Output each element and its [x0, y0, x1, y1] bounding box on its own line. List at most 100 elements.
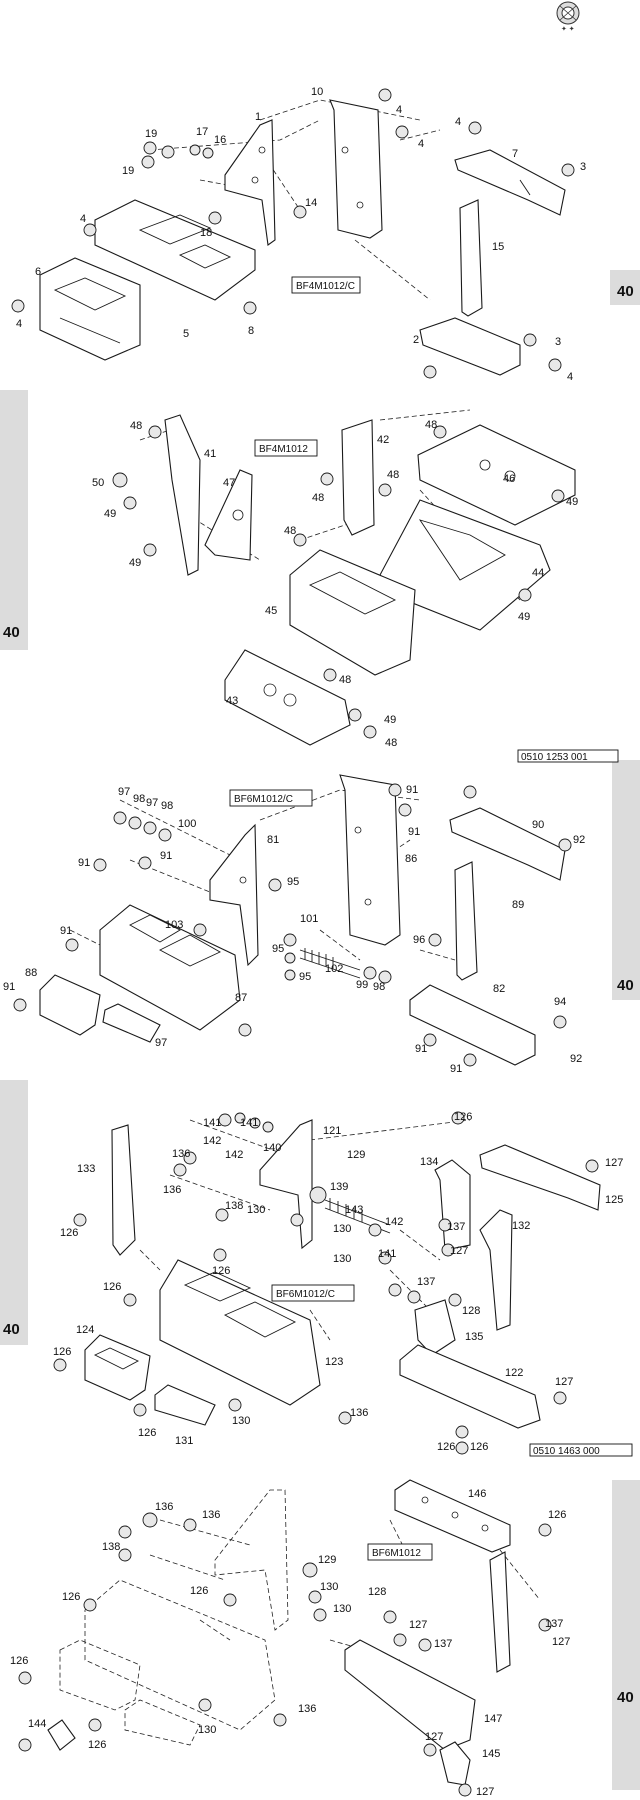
svg-text:95: 95 [272, 943, 284, 955]
svg-text:87: 87 [235, 992, 247, 1004]
svg-text:BF4M1012/C: BF4M1012/C [296, 281, 355, 292]
section-4-drawing [53, 1111, 601, 1455]
section-2-callouts: 41 42 43 44 45 46 47 48 48 48 48 48 48 4… [92, 419, 578, 749]
svg-text:4: 4 [455, 116, 461, 128]
section-5-model-box: BF6M1012 [367, 1543, 433, 1561]
svg-text:133: 133 [77, 1163, 95, 1175]
svg-text:40: 40 [617, 283, 634, 300]
svg-text:19: 19 [145, 128, 157, 140]
svg-text:49: 49 [518, 611, 530, 623]
svg-text:BF6M1012/C: BF6M1012/C [234, 794, 293, 805]
svg-text:130: 130 [320, 1581, 338, 1593]
svg-text:124: 124 [76, 1324, 94, 1336]
svg-text:7: 7 [512, 148, 518, 160]
page-tab-1[interactable]: 40 [610, 270, 640, 305]
section-3-callouts: 81 82 86 87 88 89 90 91 91 91 91 91 91 9… [3, 784, 585, 1075]
svg-text:88: 88 [25, 967, 37, 979]
svg-text:48: 48 [339, 674, 351, 686]
svg-text:0510 1463 000: 0510 1463 000 [533, 1446, 600, 1457]
svg-text:BF4M1012: BF4M1012 [259, 444, 308, 455]
svg-text:8: 8 [248, 325, 254, 337]
svg-text:4: 4 [567, 371, 573, 383]
svg-text:16: 16 [214, 134, 226, 146]
svg-text:126: 126 [60, 1227, 78, 1239]
section-3-drawing [13, 774, 572, 1067]
svg-text:5: 5 [183, 328, 189, 340]
svg-text:40: 40 [617, 1689, 634, 1706]
svg-text:141: 141 [240, 1117, 258, 1129]
svg-text:6: 6 [35, 266, 41, 278]
svg-text:126: 126 [212, 1265, 230, 1277]
svg-text:41: 41 [204, 448, 216, 460]
svg-text:BF6M1012/C: BF6M1012/C [276, 1289, 335, 1300]
svg-text:126: 126 [190, 1585, 208, 1597]
page-tab-3[interactable]: 40 [612, 760, 640, 1000]
section-1-model-box: BF4M1012/C [291, 276, 361, 294]
svg-text:126: 126 [470, 1441, 488, 1453]
svg-text:4: 4 [16, 318, 22, 330]
svg-text:86: 86 [405, 853, 417, 865]
svg-text:132: 132 [512, 1220, 530, 1232]
svg-text:91: 91 [60, 925, 72, 937]
section-2-model-box: BF4M1012 [254, 439, 318, 457]
svg-text:3: 3 [580, 161, 586, 173]
svg-text:128: 128 [368, 1586, 386, 1598]
svg-text:99: 99 [356, 979, 368, 991]
svg-text:138: 138 [102, 1541, 120, 1553]
svg-text:144: 144 [28, 1718, 46, 1730]
svg-text:BF6M1012: BF6M1012 [372, 1548, 421, 1559]
svg-text:19: 19 [122, 165, 134, 177]
svg-text:130: 130 [247, 1204, 265, 1216]
svg-text:49: 49 [104, 508, 116, 520]
svg-text:2: 2 [413, 334, 419, 346]
svg-text:✦ ✦: ✦ ✦ [561, 25, 575, 33]
svg-text:48: 48 [425, 419, 437, 431]
svg-text:97: 97 [155, 1037, 167, 1049]
svg-text:130: 130 [333, 1603, 351, 1615]
svg-text:44: 44 [532, 567, 544, 579]
svg-text:127: 127 [552, 1636, 570, 1648]
svg-text:126: 126 [88, 1739, 106, 1751]
svg-text:4: 4 [80, 213, 86, 225]
svg-text:40: 40 [617, 977, 634, 994]
svg-text:136: 136 [298, 1703, 316, 1715]
page-tab-2[interactable]: 40 [0, 390, 28, 650]
section-4-drawing-code: 0510 1463 000 [529, 1443, 633, 1457]
svg-text:126: 126 [103, 1281, 121, 1293]
svg-text:49: 49 [129, 557, 141, 569]
svg-text:48: 48 [312, 492, 324, 504]
svg-text:130: 130 [232, 1415, 250, 1427]
page-tab-5[interactable]: 40 [612, 1480, 640, 1790]
svg-text:143: 143 [345, 1204, 363, 1216]
section-3-model-box: BF6M1012/C [229, 789, 313, 807]
svg-text:127: 127 [425, 1731, 443, 1743]
svg-text:0510 1253 001: 0510 1253 001 [521, 752, 588, 763]
svg-text:91: 91 [3, 981, 15, 993]
svg-text:100: 100 [178, 818, 196, 830]
svg-text:137: 137 [417, 1276, 435, 1288]
page-tab-4[interactable]: 40 [0, 1080, 28, 1345]
svg-text:97: 97 [118, 786, 130, 798]
svg-text:48: 48 [387, 469, 399, 481]
svg-text:134: 134 [420, 1156, 438, 1168]
svg-text:96: 96 [413, 934, 425, 946]
svg-text:91: 91 [160, 850, 172, 862]
svg-text:102: 102 [325, 963, 343, 975]
svg-text:98: 98 [161, 800, 173, 812]
svg-text:137: 137 [447, 1221, 465, 1233]
svg-text:10: 10 [311, 86, 323, 98]
svg-text:141: 141 [378, 1248, 396, 1260]
svg-text:127: 127 [476, 1786, 494, 1798]
svg-text:91: 91 [406, 784, 418, 796]
svg-text:130: 130 [198, 1724, 216, 1736]
svg-text:1: 1 [255, 111, 261, 123]
svg-text:94: 94 [554, 996, 566, 1008]
svg-text:142: 142 [385, 1216, 403, 1228]
svg-text:136: 136 [172, 1148, 190, 1160]
svg-text:137: 137 [434, 1638, 452, 1650]
section-5-callouts: 126 126 126 126 126 127 127 127 127 128 … [10, 1488, 570, 1798]
svg-text:15: 15 [492, 241, 504, 253]
svg-text:137: 137 [545, 1618, 563, 1630]
svg-text:103: 103 [165, 919, 183, 931]
svg-text:89: 89 [512, 899, 524, 911]
